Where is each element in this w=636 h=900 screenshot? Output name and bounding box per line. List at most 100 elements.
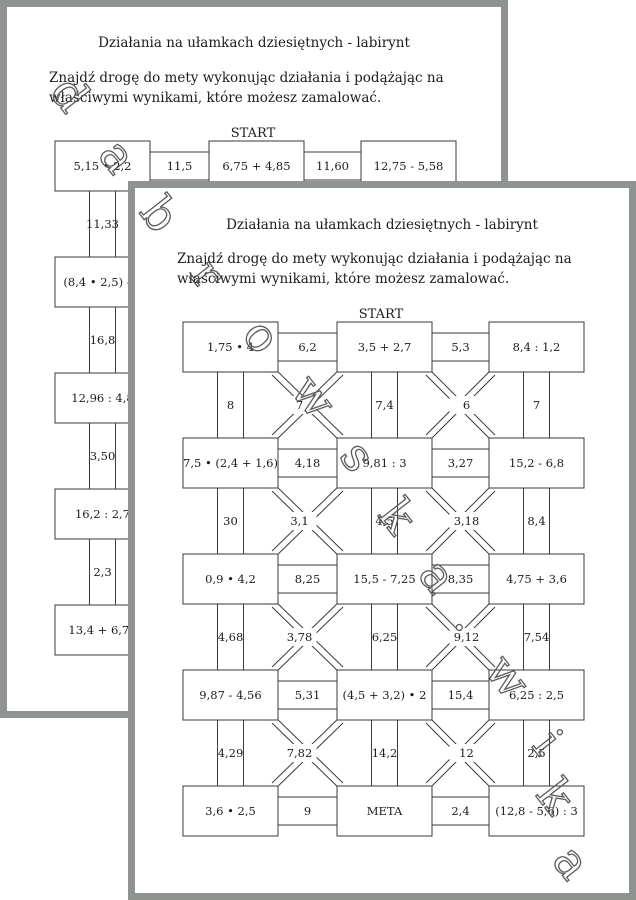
maze-box <box>336 321 433 373</box>
diagonal-label-bg <box>449 396 484 414</box>
diagonal-link-label: 7 <box>296 398 303 412</box>
vertical-link-label: 8,4 <box>527 514 545 528</box>
diagonal-link-label: 3,1 <box>290 514 308 528</box>
horizontal-link-label: 11,5 <box>167 159 193 173</box>
horizontal-link-label: 5,3 <box>451 340 469 354</box>
maze-box-label: 3,5 + 2,7 <box>358 340 412 354</box>
worksheet-instructions: Znajdź drogę do mety wykonując działania… <box>177 251 572 287</box>
start-label: START <box>358 307 404 322</box>
horizontal-link-label: 3,27 <box>448 456 474 470</box>
maze-box <box>336 553 433 605</box>
maze-box <box>488 785 585 837</box>
horizontal-link-label: 8,25 <box>295 572 321 586</box>
horizontal-link-label: 8,35 <box>448 572 474 586</box>
diagonal-link-label: 12 <box>459 746 474 760</box>
horizontal-link <box>277 680 338 710</box>
maze-box <box>488 321 585 373</box>
maze-box-label: 4,75 + 3,6 <box>506 572 567 586</box>
maze-box <box>488 669 585 721</box>
horizontal-link <box>149 151 210 181</box>
diagonal-link-label: 7,82 <box>287 746 313 760</box>
maze-box <box>336 437 433 489</box>
vertical-link <box>371 371 398 439</box>
diagonal-link-label: 3,18 <box>454 514 480 528</box>
maze-box-label: 12,96 : 4,8 <box>71 391 133 405</box>
vertical-link <box>523 603 550 671</box>
vertical-link-label: 7 <box>533 398 540 412</box>
maze-box-label: 12,75 - 5,58 <box>374 159 444 173</box>
maze-box-label: META <box>367 804 403 818</box>
diagonal-label-bg <box>282 744 317 762</box>
vertical-link <box>89 422 116 490</box>
diagonal-label-bg <box>449 744 484 762</box>
vertical-link <box>89 538 116 606</box>
maze-box <box>488 553 585 605</box>
maze-box <box>182 669 279 721</box>
horizontal-link <box>277 796 338 826</box>
vertical-link-label: 3,50 <box>90 449 116 463</box>
diagonal-link-label: 3,78 <box>287 630 313 644</box>
vertical-link <box>523 719 550 787</box>
worksheet-title: Działania na ułamkach dziesiętnych - lab… <box>98 35 410 51</box>
maze-box-label: 5,15 • 2,2 <box>74 159 132 173</box>
vertical-link-label: 11,33 <box>86 217 119 231</box>
diagonal-label-bg <box>449 512 484 530</box>
maze-box-label: 16,2 : 2,7 <box>75 507 130 521</box>
maze-box-label: 7,5 • (2,4 + 1,6) <box>183 456 278 470</box>
vertical-link-label: 7,4 <box>375 398 393 412</box>
vertical-link <box>89 190 116 258</box>
worksheet-title: Działania na ułamkach dziesiętnych - lab… <box>226 217 538 233</box>
horizontal-link-label: 6,2 <box>298 340 316 354</box>
horizontal-link-label: 2,4 <box>451 804 469 818</box>
horizontal-link <box>277 564 338 594</box>
maze-box <box>182 321 279 373</box>
maze-box-label: 3,6 • 2,5 <box>205 804 256 818</box>
vertical-link-label: 2,5 <box>527 746 545 760</box>
horizontal-link-label: 5,31 <box>295 688 321 702</box>
maze-box-label: 0,9 • 4,2 <box>205 572 256 586</box>
maze-box <box>488 437 585 489</box>
maze-box <box>182 437 279 489</box>
vertical-link-label: 30 <box>223 514 238 528</box>
vertical-link-label: 4,68 <box>218 630 244 644</box>
maze-box-label: 8,4 : 1,2 <box>513 340 561 354</box>
vertical-link-label: 4,29 <box>218 746 244 760</box>
diagonal-link-label: 6 <box>463 398 470 412</box>
maze-back: 11,33 16,8 3,50 2,3 11,5 11,60 5,15 • 2,2 6,75 … <box>54 140 457 656</box>
vertical-link <box>371 603 398 671</box>
maze-box-label: 6,25 : 2,5 <box>509 688 564 702</box>
maze-box <box>182 785 279 837</box>
vertical-link <box>89 306 116 374</box>
horizontal-link-label: 4,18 <box>295 456 321 470</box>
horizontal-link <box>431 796 490 826</box>
maze-box-label: 15,2 - 6,8 <box>509 456 564 470</box>
vertical-link-label: 16,8 <box>90 333 116 347</box>
vertical-link-label: 4,5 <box>375 514 393 528</box>
diagonal-label-bg <box>282 512 317 530</box>
diagonal-label-bg <box>282 396 317 414</box>
maze-box-label: 6,75 + 4,85 <box>222 159 290 173</box>
horizontal-link-label: 9 <box>304 804 311 818</box>
maze-box <box>336 669 433 721</box>
maze-box <box>336 785 433 837</box>
maze-box-label: (4,5 + 3,2) • 2 <box>343 688 427 702</box>
maze-box-label: 9,81 : 3 <box>362 456 406 470</box>
maze-box-label: (12,8 - 5,6) : 3 <box>495 804 578 818</box>
horizontal-link-label: 11,60 <box>316 159 349 173</box>
vertical-link <box>371 719 398 787</box>
vertical-link <box>371 487 398 555</box>
vertical-link-label: 6,25 <box>372 630 398 644</box>
vertical-link-label: 8 <box>227 398 234 412</box>
maze-box-label: 9,87 - 4,56 <box>199 688 261 702</box>
start-label: START <box>230 126 276 141</box>
vertical-link <box>217 487 244 555</box>
vertical-link-label: 2,3 <box>93 565 111 579</box>
maze-box-label: 1,75 • 4 <box>207 340 254 354</box>
diagonal-label-bg <box>282 628 317 646</box>
maze-box-label: (8,4 • 2,5) - 4 <box>63 275 141 289</box>
worksheet-instructions: Znajdź drogę do mety wykonując działania… <box>49 70 444 106</box>
maze-box-label: 15,5 - 7,25 <box>353 572 415 586</box>
horizontal-link <box>277 448 338 478</box>
maze-box-label: 13,4 + 6,75 <box>68 623 136 637</box>
